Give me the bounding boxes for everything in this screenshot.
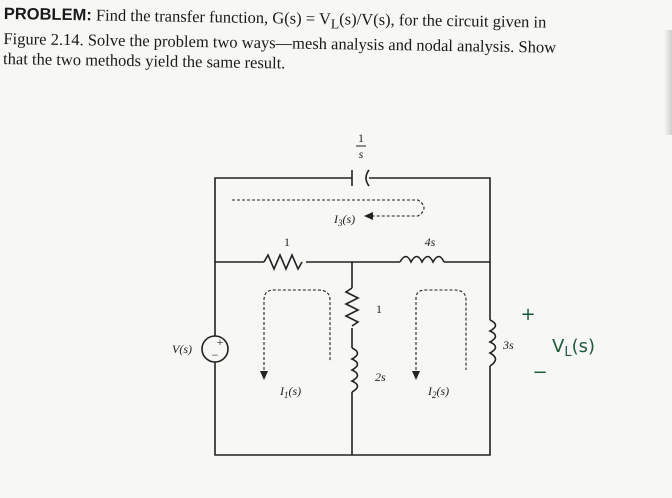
mesh1-label: I1(s)	[279, 384, 301, 400]
mesh1-arrowhead	[260, 371, 268, 380]
mesh3-arrow-path	[232, 199, 425, 217]
voltage-source	[201, 335, 229, 363]
inductor-right	[488, 319, 497, 367]
resistor-top-left	[263, 252, 303, 272]
mesh2-sub: 2	[432, 390, 437, 400]
mesh1-sub: 1	[284, 390, 289, 400]
annotation-text: VL(s)	[552, 336, 595, 360]
resistor-middle-label: 1	[376, 302, 382, 316]
wire-top-outer	[214, 177, 491, 208]
mesh1-arrow-path	[263, 289, 331, 370]
mesh2-arg: (s)	[437, 384, 450, 398]
annotation-sub: L	[564, 345, 572, 360]
mesh3-arg: (s)	[343, 212, 356, 226]
mesh1-arg: (s)	[289, 384, 302, 398]
inductor-right-label: 3s	[502, 338, 514, 352]
annotation-paren: (s)	[572, 336, 595, 357]
mesh2-I: I	[427, 384, 433, 398]
source-label: V(s)	[172, 342, 192, 356]
annotation-plus: +	[520, 304, 535, 325]
source-minus: −	[212, 348, 219, 362]
mesh3-I: I	[333, 212, 339, 226]
inductor-middle	[350, 347, 359, 393]
resistor-middle	[344, 287, 360, 327]
mesh2-arrowhead	[412, 371, 420, 380]
mesh2-label: I2(s)	[427, 384, 449, 400]
mesh3-label: I3(s)	[333, 212, 355, 228]
inductor-top-right-label: 4s	[425, 235, 436, 249]
page-edge-shadow	[664, 30, 672, 135]
capacitor-value-num: 1	[358, 131, 364, 145]
mesh2-arrow-path	[415, 289, 467, 370]
mesh3-arrowhead	[364, 212, 373, 220]
source-plus: +	[217, 335, 224, 349]
capacitor-value-den: s	[359, 147, 364, 161]
annotation-minus: −	[532, 362, 547, 383]
inductor-top-right	[390, 255, 445, 264]
mesh3-sub: 3	[337, 218, 343, 228]
resistor-top-left-label: 1	[284, 235, 290, 249]
mesh1-I: I	[279, 384, 285, 398]
handwritten-vl-annotation: + VL(s) −	[520, 304, 595, 383]
inductor-middle-label: 2s	[375, 370, 386, 384]
capacitor-plate-right	[365, 169, 370, 187]
annotation-v: V	[552, 336, 565, 357]
